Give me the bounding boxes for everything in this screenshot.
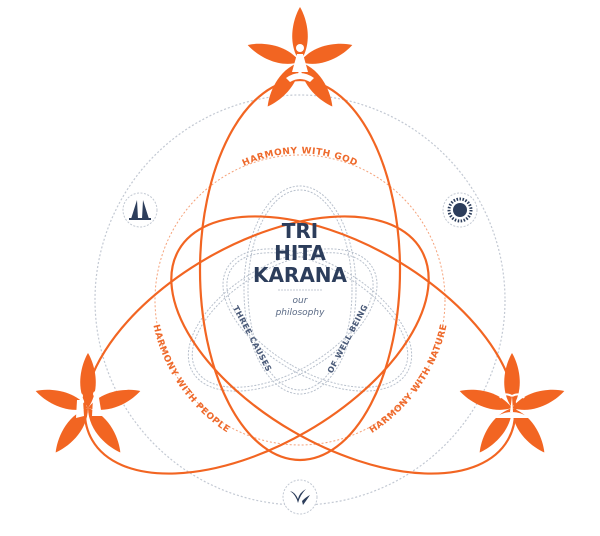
flower-left: [33, 353, 143, 458]
title-line-2: HITA: [274, 241, 326, 265]
of-well-being-label: OF WELL BEING: [326, 303, 370, 375]
orange-triquetra: [83, 78, 517, 475]
title-line-3: KARANA: [253, 263, 348, 287]
subtitle-line-2: philosophy: [275, 308, 326, 318]
sun-icon: [442, 192, 478, 228]
middle-orange-circle: [154, 154, 446, 446]
temple-gate-icon: [122, 192, 158, 228]
dancers-icon: [76, 391, 102, 418]
praying-hands-icon: [286, 44, 314, 82]
inner-triquetra: [187, 185, 413, 395]
island-palm-icon: [494, 393, 530, 418]
flower-top: [247, 7, 353, 107]
subtitle-line-1: our: [293, 296, 309, 306]
birds-icon: [282, 479, 318, 515]
harmony-with-god-label: HARMONY WITH GOD: [241, 146, 359, 169]
flower-right: [457, 353, 567, 458]
title-line-1: TRI: [282, 219, 318, 243]
three-causes-label: THREE CAUSES: [231, 304, 273, 373]
